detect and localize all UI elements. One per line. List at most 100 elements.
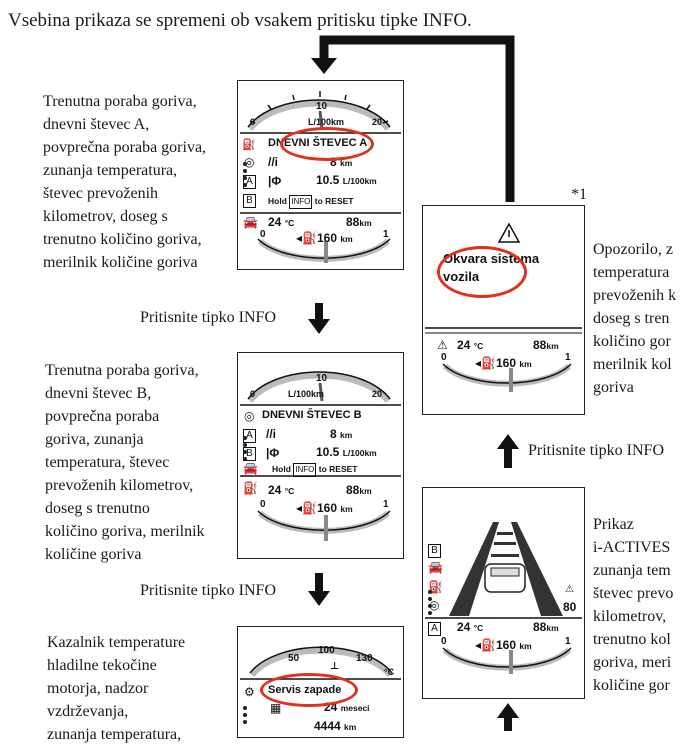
fuel-pump-icon: ⛽: [243, 481, 258, 495]
temp-unit: °C: [473, 341, 484, 351]
lane-display: [425, 522, 582, 674]
months-unit: meseci: [340, 703, 370, 713]
display-panel-iactivsense: B 🚘 ⛽ ◎ ⚠ 80 A 24 °C 88km 0 1 ◂⛽160 km: [422, 487, 585, 699]
press-info-label-2: Pritisnite tipko INFO: [140, 582, 277, 599]
avg-unit: L/100km: [342, 448, 377, 458]
description-line: merilnik kol: [593, 356, 672, 373]
scale-unit: L/100km: [288, 389, 325, 399]
description-line: trenutno količino goriva,: [43, 231, 202, 248]
hold-text: Hold: [268, 196, 287, 206]
scale-label-10: 10: [316, 373, 328, 384]
scale-label-130: 130: [356, 653, 373, 664]
compass-icon: ◎: [244, 155, 255, 169]
fuel-scale-0: 0: [441, 352, 447, 363]
car-icon: 🚘: [243, 215, 258, 229]
odo-unit: km: [519, 359, 532, 369]
press-info-label-3: Pritisnite tipko INFO: [528, 442, 665, 459]
page-dots: [243, 162, 247, 190]
outside-temp: 24: [457, 620, 471, 634]
fuel-icon: ◂⛽: [296, 501, 317, 515]
description-line: temperatura: [593, 264, 670, 281]
description-line: goriva, meri: [593, 654, 672, 671]
description-line: motorja, nadzor: [47, 680, 149, 697]
description-line: goriva: [593, 379, 634, 396]
footnote-mark: *1: [571, 186, 587, 203]
description-line: dnevni števec B,: [45, 385, 152, 402]
range: 88: [533, 620, 547, 634]
fuel-pump-icon: ⛽: [242, 139, 256, 151]
odo-value: 160: [316, 501, 337, 515]
reset-text: to RESET: [318, 464, 358, 474]
scale-label-10: 10: [316, 101, 328, 112]
description-line: povprečna poraba goriva,: [43, 139, 207, 156]
info-key: INFO: [293, 463, 317, 477]
odo-value: 160: [495, 356, 516, 370]
description-line: hladilne tekočine: [47, 657, 157, 674]
page-dots: [243, 706, 247, 727]
description-line: količine goriva: [45, 546, 142, 563]
description-line: prevoženih kilometrov,: [45, 477, 194, 494]
odo-value: 160: [495, 638, 516, 652]
fuel-scale-0: 0: [260, 499, 266, 510]
page-header: Vsebina prikaza se spremeni ob vsakem pr…: [8, 10, 472, 31]
calendar-icon: ▦: [270, 701, 282, 715]
press-info-label-1: Pritisnite tipko INFO: [140, 309, 277, 326]
description-line: Trenutna poraba goriva,: [43, 93, 197, 110]
km-value: 4444: [314, 719, 341, 733]
scale-label-0: 0: [250, 117, 256, 127]
page-dots: [243, 436, 247, 464]
lane-assist-icon: ⚠: [565, 584, 574, 595]
trip-b-icon: B: [428, 544, 441, 558]
trip-icon: //i: [268, 155, 279, 169]
odo-value: 160: [316, 231, 337, 245]
range-unit: km: [359, 486, 372, 496]
trip-title: DNEVNI ŠTEVEC B: [262, 409, 362, 421]
avg-consumption: 10.5: [316, 445, 340, 459]
range-unit: km: [359, 218, 372, 228]
temp-unit: °C: [473, 623, 484, 633]
page-dots: [428, 590, 432, 618]
speed-value: 80: [563, 600, 577, 614]
avg-consumption: 10.5: [316, 173, 340, 187]
range: 88: [346, 215, 360, 229]
fuel-icon: ◂⛽: [296, 231, 317, 245]
scale-label-100: 100: [318, 645, 335, 656]
description-line: kilometrov, doseg s: [43, 208, 168, 225]
arrow-down-icon: [308, 303, 330, 334]
fuel-gauge: [425, 222, 582, 392]
arrow-up-icon: [497, 434, 519, 468]
description-line: dnevni števec A,: [43, 116, 150, 133]
highlight-circle: [437, 246, 527, 298]
return-arrow: [311, 35, 515, 202]
description-line: merilnik količine goriva: [43, 254, 198, 271]
avg-icon: |Φ: [268, 174, 282, 188]
description-line: temperatura, števec: [45, 454, 170, 471]
description-line: zunanja temperatura,: [47, 726, 182, 743]
reset-text: to RESET: [314, 196, 354, 206]
trip-icon: //i: [266, 427, 277, 441]
odo-unit: km: [519, 641, 532, 651]
trip-km: 8: [330, 427, 337, 441]
odometer: ◂⛽160 km: [296, 231, 353, 245]
description-line: doseg s tren: [593, 310, 670, 327]
description-line: Trenutna poraba goriva,: [45, 362, 199, 379]
range: 88: [533, 338, 547, 352]
description-line: Opozorilo, z: [593, 241, 673, 258]
km-unit: km: [344, 722, 357, 732]
description-line: zunanja tem: [593, 562, 671, 579]
outside-temp: 24: [268, 483, 282, 497]
range: 88: [346, 483, 360, 497]
fuel-scale-1: 1: [383, 229, 389, 240]
highlight-circle: [280, 127, 374, 161]
description-line: Prikaz: [593, 516, 634, 533]
avg-icon: |Φ: [266, 446, 280, 460]
description-line: količino goriva, merilnik: [45, 523, 205, 540]
arrow-up-icon: [497, 703, 519, 731]
description-line: goriva, zunanja: [45, 431, 144, 448]
description-line: števec prevo: [593, 585, 674, 602]
description-trip-b: Trenutna poraba goriva, dnevni števec B, p…: [45, 359, 205, 566]
temp-unit: °C: [284, 218, 295, 228]
range-unit: km: [546, 341, 559, 351]
description-line: trenutno kol: [593, 631, 671, 648]
